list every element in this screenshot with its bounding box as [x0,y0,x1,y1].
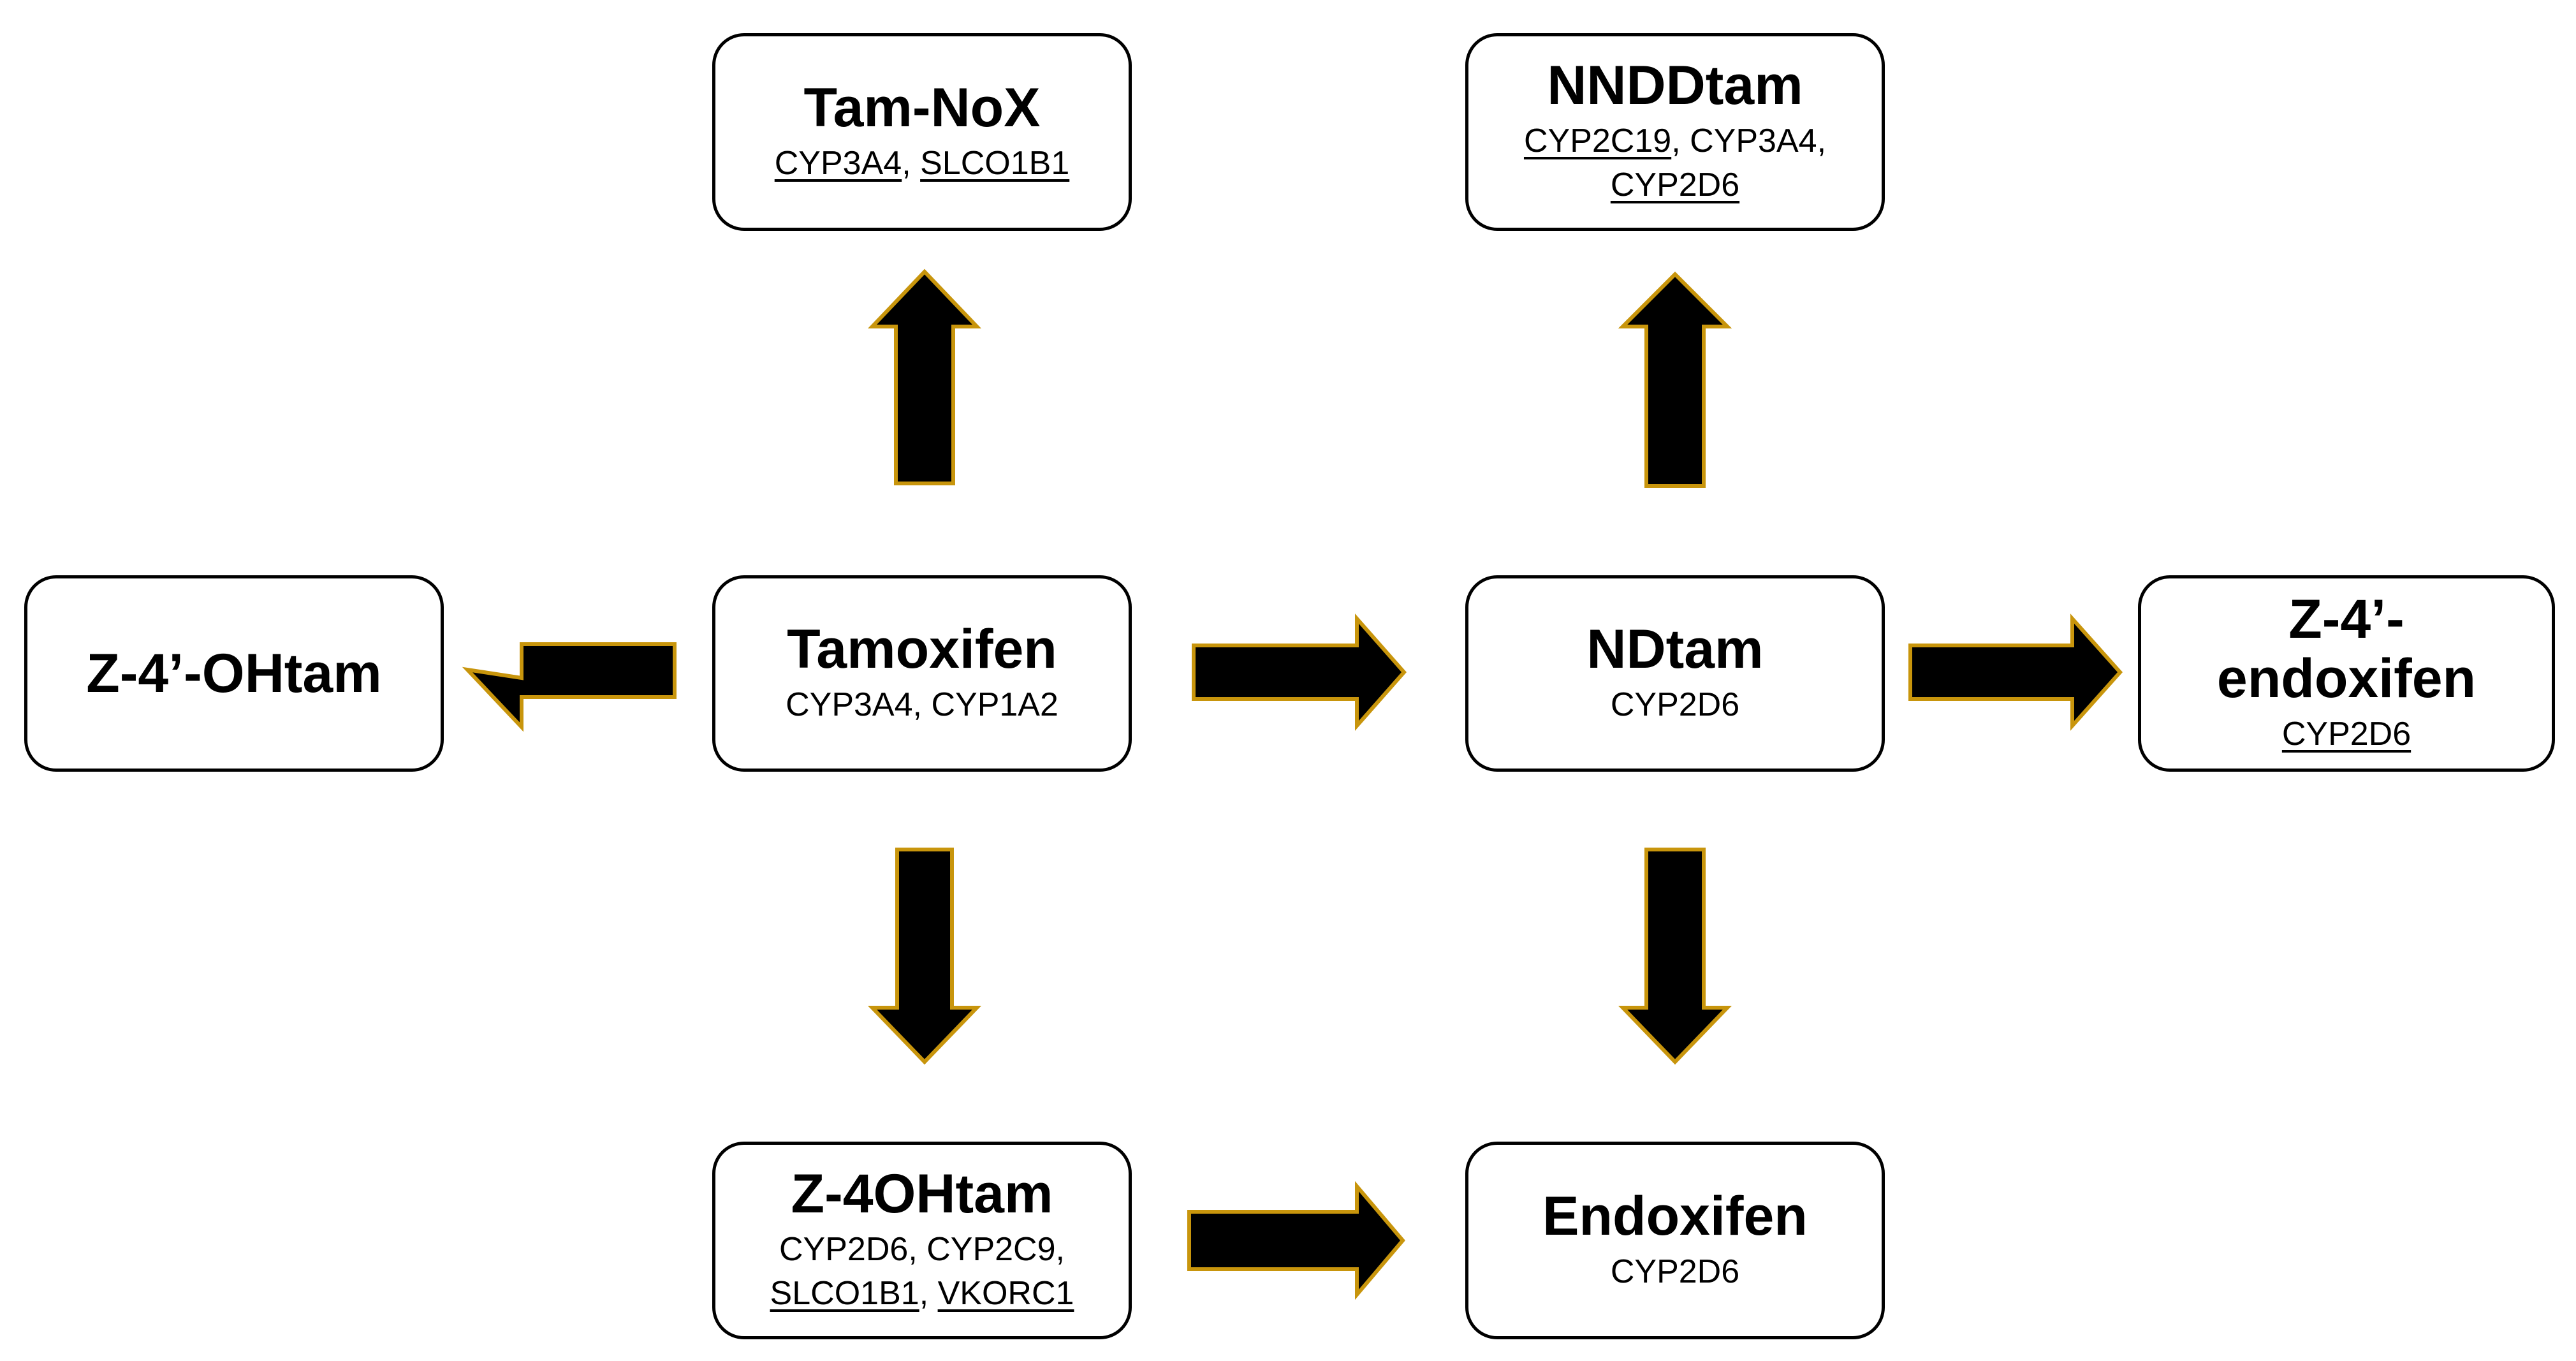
enzyme-cyp3a4: CYP3A4 [786,686,913,723]
enzyme-cyp2d6: CYP2D6 [1610,166,1740,204]
enzyme-list: CYP2D6, CYP2C9,SLCO1B1, VKORC1 [732,1228,1113,1316]
node-z4-ohtam-prime: Z-4’-OHtam [24,575,444,772]
enzyme-list: CYP2D6 [2257,712,2436,757]
enzyme-separator: , [1817,122,1827,159]
enzyme-cyp3a4: CYP3A4 [774,144,902,182]
enzyme-slco1b1: SLCO1B1 [770,1275,919,1313]
enzyme-separator: , [1671,122,1690,159]
enzyme-separator: , [912,686,932,723]
arrow-tamoxifen-to-tam-nox [867,269,982,485]
enzyme-cyp2d6: CYP2D6 [1610,1253,1740,1290]
node-endoxifen: Endoxifen CYP2D6 [1465,1142,1885,1339]
enzyme-vkorc1: VKORC1 [937,1275,1074,1313]
enzyme-list: CYP2D6 [1585,683,1765,728]
node-tamoxifen: Tamoxifen CYP3A4, CYP1A2 [712,575,1132,772]
arrow-ndtam-to-z4-endoxifen [1908,614,2123,731]
node-title: Z-4’-endoxifen [2216,589,2477,710]
enzyme-cyp2d6: CYP2D6 [2281,716,2411,753]
node-title: NDtam [1586,618,1764,680]
enzyme-list: CYP3A4, SLCO1B1 [749,142,1095,186]
arrow-ndtam-to-nnddtam [1618,271,1732,488]
node-tam-nox: Tam-NoX CYP3A4, SLCO1B1 [712,33,1132,231]
enzyme-cyp2c19: CYP2C19 [1523,122,1672,159]
enzyme-slco1b1: SLCO1B1 [920,144,1070,182]
node-z4-endoxifen: Z-4’-endoxifen CYP2D6 [2138,575,2555,772]
enzyme-separator: , [908,1230,927,1268]
node-ndtam: NDtam CYP2D6 [1465,575,1885,772]
enzyme-list: CYP3A4, CYP1A2 [760,683,1084,728]
arrow-ndtam-to-endoxifen [1618,848,1732,1065]
node-title: NNDDtam [1547,54,1803,116]
node-nnddtam: NNDDtam CYP2C19, CYP3A4, CYP2D6 [1465,33,1885,231]
node-title: Tamoxifen [787,618,1057,680]
arrow-z4ohtam-to-endoxifen [1187,1181,1405,1300]
enzyme-cyp2d6: CYP2D6 [1610,686,1740,723]
node-title: Tam-NoX [803,77,1041,138]
node-title: Z-4OHtam [791,1163,1053,1225]
node-z4ohtam: Z-4OHtam CYP2D6, CYP2C9,SLCO1B1, VKORC1 [712,1142,1132,1339]
arrow-tamoxifen-to-ndtam [1192,614,1407,731]
node-title: Endoxifen [1542,1185,1808,1247]
enzyme-cyp2d6: CYP2D6 [779,1230,909,1268]
enzyme-separator: , [902,144,921,182]
enzyme-separator: , [919,1275,938,1313]
enzyme-cyp2c9: CYP2C9 [926,1230,1056,1268]
enzyme-cyp1a2: CYP1A2 [931,686,1058,723]
node-title: Z-4’-OHtam [86,642,382,704]
arrow-tamoxifen-to-z4-ohtam-prime [462,642,677,732]
arrow-tamoxifen-to-z4ohtam [867,848,982,1065]
enzyme-list: CYP2C19, CYP3A4, CYP2D6 [1486,119,1864,208]
enzyme-list: CYP2D6 [1585,1250,1765,1295]
enzyme-separator: , [1055,1230,1065,1268]
enzyme-cyp3a4: CYP3A4 [1690,122,1817,159]
